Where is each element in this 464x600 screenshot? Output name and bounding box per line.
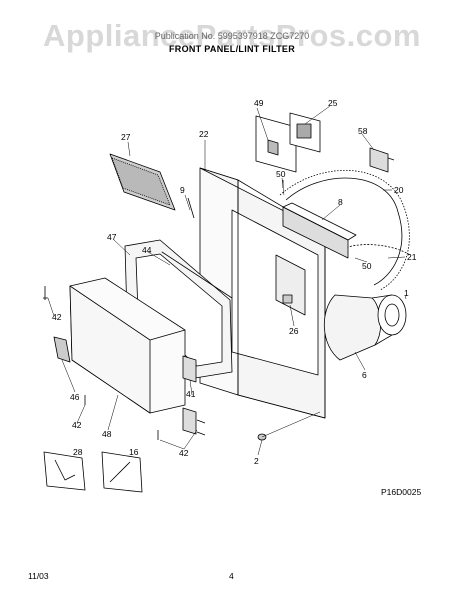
callout-48: 48 <box>102 429 112 439</box>
callout-25: 25 <box>328 98 338 108</box>
callout-58: 58 <box>358 126 368 136</box>
callout-labels: 49 25 22 27 58 9 50 20 8 47 44 21 50 1 4… <box>52 98 421 497</box>
footer-date: 11/03 <box>28 571 49 581</box>
bracket-28 <box>43 451 86 491</box>
callout-42a: 42 <box>52 312 62 322</box>
lint-housing <box>282 202 357 259</box>
filter-guide <box>255 112 321 173</box>
callout-28: 28 <box>73 447 83 457</box>
callout-47: 47 <box>107 232 117 242</box>
callout-46: 46 <box>70 392 80 402</box>
door-panel <box>69 277 186 414</box>
callout-26: 26 <box>289 326 299 336</box>
callout-9: 9 <box>180 185 185 195</box>
callout-42b: 42 <box>72 420 82 430</box>
callout-1: 1 <box>404 288 409 298</box>
callout-41: 41 <box>186 389 196 399</box>
watermark-logo: AppliancePartsPros.com <box>43 18 421 53</box>
callout-42c: 42 <box>179 448 189 458</box>
callout-16: 16 <box>129 447 139 457</box>
callout-20: 20 <box>394 185 404 195</box>
door-switch <box>369 147 395 173</box>
blower-duct <box>323 294 407 361</box>
callout-6: 6 <box>362 370 367 380</box>
drum-outline <box>279 170 411 291</box>
lint-filter <box>109 153 176 211</box>
callout-49: 49 <box>254 98 264 108</box>
callout-21: 21 <box>407 252 417 262</box>
door-hinges <box>182 355 197 435</box>
bracket-16 <box>101 451 143 493</box>
callout-27: 27 <box>121 132 131 142</box>
callout-22: 22 <box>199 129 209 139</box>
callout-50b: 50 <box>362 261 372 271</box>
callout-44: 44 <box>142 245 152 255</box>
door-handle <box>53 336 71 363</box>
section-title: FRONT PANEL/LINT FILTER <box>168 44 296 54</box>
diagram-code: P16D0025 <box>381 487 421 497</box>
callout-2: 2 <box>254 456 259 466</box>
model-line: Publication No. 5995397918 ZCG7270 <box>154 31 310 41</box>
footer-page: 4 <box>229 571 234 581</box>
callout-8: 8 <box>338 197 343 207</box>
callout-50a: 50 <box>276 169 286 179</box>
inner-bracket <box>275 254 306 316</box>
leader-lines <box>47 105 407 456</box>
